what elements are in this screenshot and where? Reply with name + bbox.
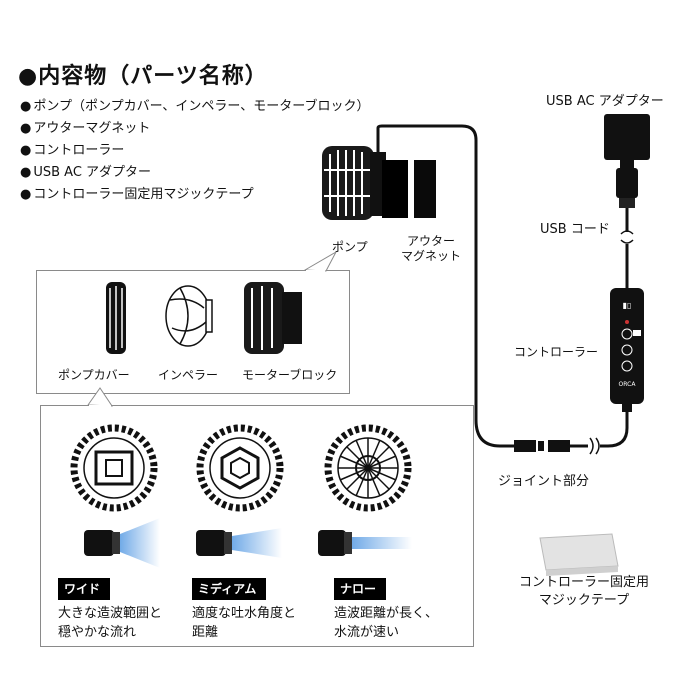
mode-desc-wide: 大きな造波範囲と 穏やかな流れ (58, 604, 162, 642)
mode-desc-line: 大きな造波範囲と (58, 606, 163, 621)
mode-desc-line: 穏やかな流れ (58, 625, 137, 640)
svg-text:▮▯: ▮▯ (623, 301, 632, 310)
joint-connector-icon (514, 440, 570, 452)
narrow-flow-illustration (318, 530, 412, 556)
usb-cord-label: USB コード (540, 222, 610, 237)
callout-tail (87, 387, 113, 407)
outer-magnet-icon (414, 160, 436, 218)
pump-cover-icon (106, 282, 126, 354)
mode-desc-line: 水流が速い (334, 625, 400, 640)
mode-desc-line: 距離 (192, 625, 219, 640)
velcro-label-line2: マジックテープ (538, 593, 630, 608)
outer-magnet-label-line1: アウター (406, 234, 455, 248)
mode-tag-wide: ワイド (58, 578, 111, 600)
wide-flow-illustration (84, 518, 160, 568)
controller-brand: ORCA (619, 381, 637, 388)
velcro-label-line1: コントローラー固定用 (518, 575, 649, 590)
list-item: コントローラー (20, 140, 370, 162)
outer-magnet-label: アウター マグネット (396, 234, 466, 264)
pump-cover-label: ポンプカバー (58, 368, 130, 382)
mode-desc-line: 造波距離が長く、 (334, 606, 439, 621)
wide-cover-icon (70, 424, 158, 512)
motor-block-icon (244, 282, 302, 354)
usb-ac-adapter-label: USB AC アダプター (546, 94, 664, 109)
mode-tag-medium: ミディアム (192, 578, 267, 600)
impeller-label: インペラー (158, 368, 219, 382)
outer-magnet-label-line2: マグネット (400, 249, 461, 263)
pump-label: ポンプ (332, 240, 368, 254)
usb-ac-adapter-icon (604, 114, 650, 208)
mode-desc-medium: 適度な吐水角度と 距離 (192, 604, 296, 642)
list-item: ポンプ（ポンプカバー、インペラー、モーターブロック） (20, 96, 369, 118)
list-item: USB AC アダプター (20, 162, 370, 184)
mode-tag-narrow: ナロー (334, 578, 387, 600)
list-item: アウターマグネット (20, 118, 370, 140)
mode-desc-line: 適度な吐水角度と (192, 606, 297, 621)
medium-flow-illustration (196, 528, 282, 558)
controller-label: コントローラー (514, 345, 599, 359)
joint-label: ジョイント部分 (498, 474, 590, 489)
medium-cover-icon (196, 424, 284, 512)
velcro-label: コントローラー固定用 マジックテープ (500, 574, 668, 610)
impeller-icon (165, 285, 213, 347)
contents-list: ポンプ（ポンプカバー、インペラー、モーターブロック） アウターマグネット コント… (20, 96, 370, 206)
motor-block-label: モーターブロック (242, 368, 338, 382)
pump-cable (376, 124, 516, 448)
pump-icon (322, 146, 408, 220)
page-title: ●内容物（パーツ名称） (18, 64, 268, 89)
controller-icon: ▮▯ (610, 288, 644, 412)
narrow-cover-icon (324, 424, 412, 512)
velcro-tape-icon (539, 533, 619, 576)
mode-desc-narrow: 造波距離が長く、 水流が速い (334, 604, 438, 642)
list-item: コントローラー固定用マジックテープ (20, 184, 370, 206)
